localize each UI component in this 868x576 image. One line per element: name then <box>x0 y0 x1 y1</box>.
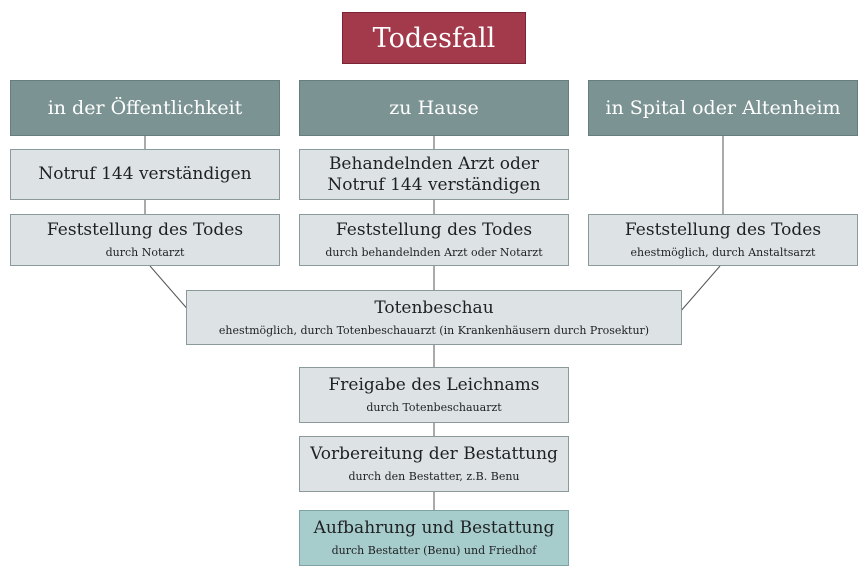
step-subtitle: durch Totenbeschauarzt <box>366 401 502 414</box>
determination-box-public: Feststellung des Todes durch Notarzt <box>10 214 280 266</box>
column-heading-public: in der Öffentlichkeit <box>10 80 280 136</box>
step-subtitle: ehestmöglich, durch Totenbeschauarzt (in… <box>218 323 650 337</box>
heading-text: zu Hause <box>389 97 479 119</box>
step-subtitle: durch den Bestatter, z.B. Benu <box>348 470 520 483</box>
notify-text-line2: Notruf 144 verständigen <box>327 174 541 195</box>
title-box: Todesfall <box>342 12 526 64</box>
determination-subtitle: durch Notarzt <box>105 246 185 259</box>
step-title: Aufbahrung und Bestattung <box>313 518 555 538</box>
determination-box-hospital: Feststellung des Todes ehestmöglich, dur… <box>588 214 858 266</box>
title-text: Todesfall <box>372 22 496 54</box>
connector-col1-bottom <box>149 265 191 313</box>
notify-box-public: Notruf 144 verständigen <box>10 149 280 200</box>
determination-title: Feststellung des Todes <box>46 220 244 240</box>
step-title: Freigabe des Leichnams <box>328 375 540 395</box>
column-heading-hospital: in Spital oder Altenheim <box>588 80 858 136</box>
notify-text: Notruf 144 verständigen <box>38 164 252 184</box>
determination-title: Feststellung des Todes <box>624 220 822 240</box>
step-subtitle: durch Bestatter (Benu) und Friedhof <box>331 544 537 557</box>
column-heading-home: zu Hause <box>299 80 569 136</box>
heading-text: in Spital oder Altenheim <box>605 97 841 119</box>
connector-col3-bottom <box>679 265 721 313</box>
step-burial: Aufbahrung und Bestattung durch Bestatte… <box>299 510 569 566</box>
notify-box-home: Behandelnden Arzt oder Notruf 144 verstä… <box>299 149 569 200</box>
determination-subtitle: durch behandelnden Arzt oder Notarzt <box>325 246 543 259</box>
step-autopsy: Totenbeschau ehestmöglich, durch Totenbe… <box>186 290 682 345</box>
step-title: Totenbeschau <box>374 297 494 318</box>
determination-title: Feststellung des Todes <box>335 220 533 240</box>
determination-box-home: Feststellung des Todes durch behandelnde… <box>299 214 569 266</box>
step-title: Vorbereitung der Bestattung <box>310 444 558 464</box>
determination-subtitle: ehestmöglich, durch Anstaltsarzt <box>630 246 816 259</box>
notify-text-line1: Behandelnden Arzt oder <box>328 153 540 174</box>
heading-text: in der Öffentlichkeit <box>47 97 243 119</box>
step-release: Freigabe des Leichnams durch Totenbescha… <box>299 367 569 423</box>
step-preparation: Vorbereitung der Bestattung durch den Be… <box>299 436 569 492</box>
